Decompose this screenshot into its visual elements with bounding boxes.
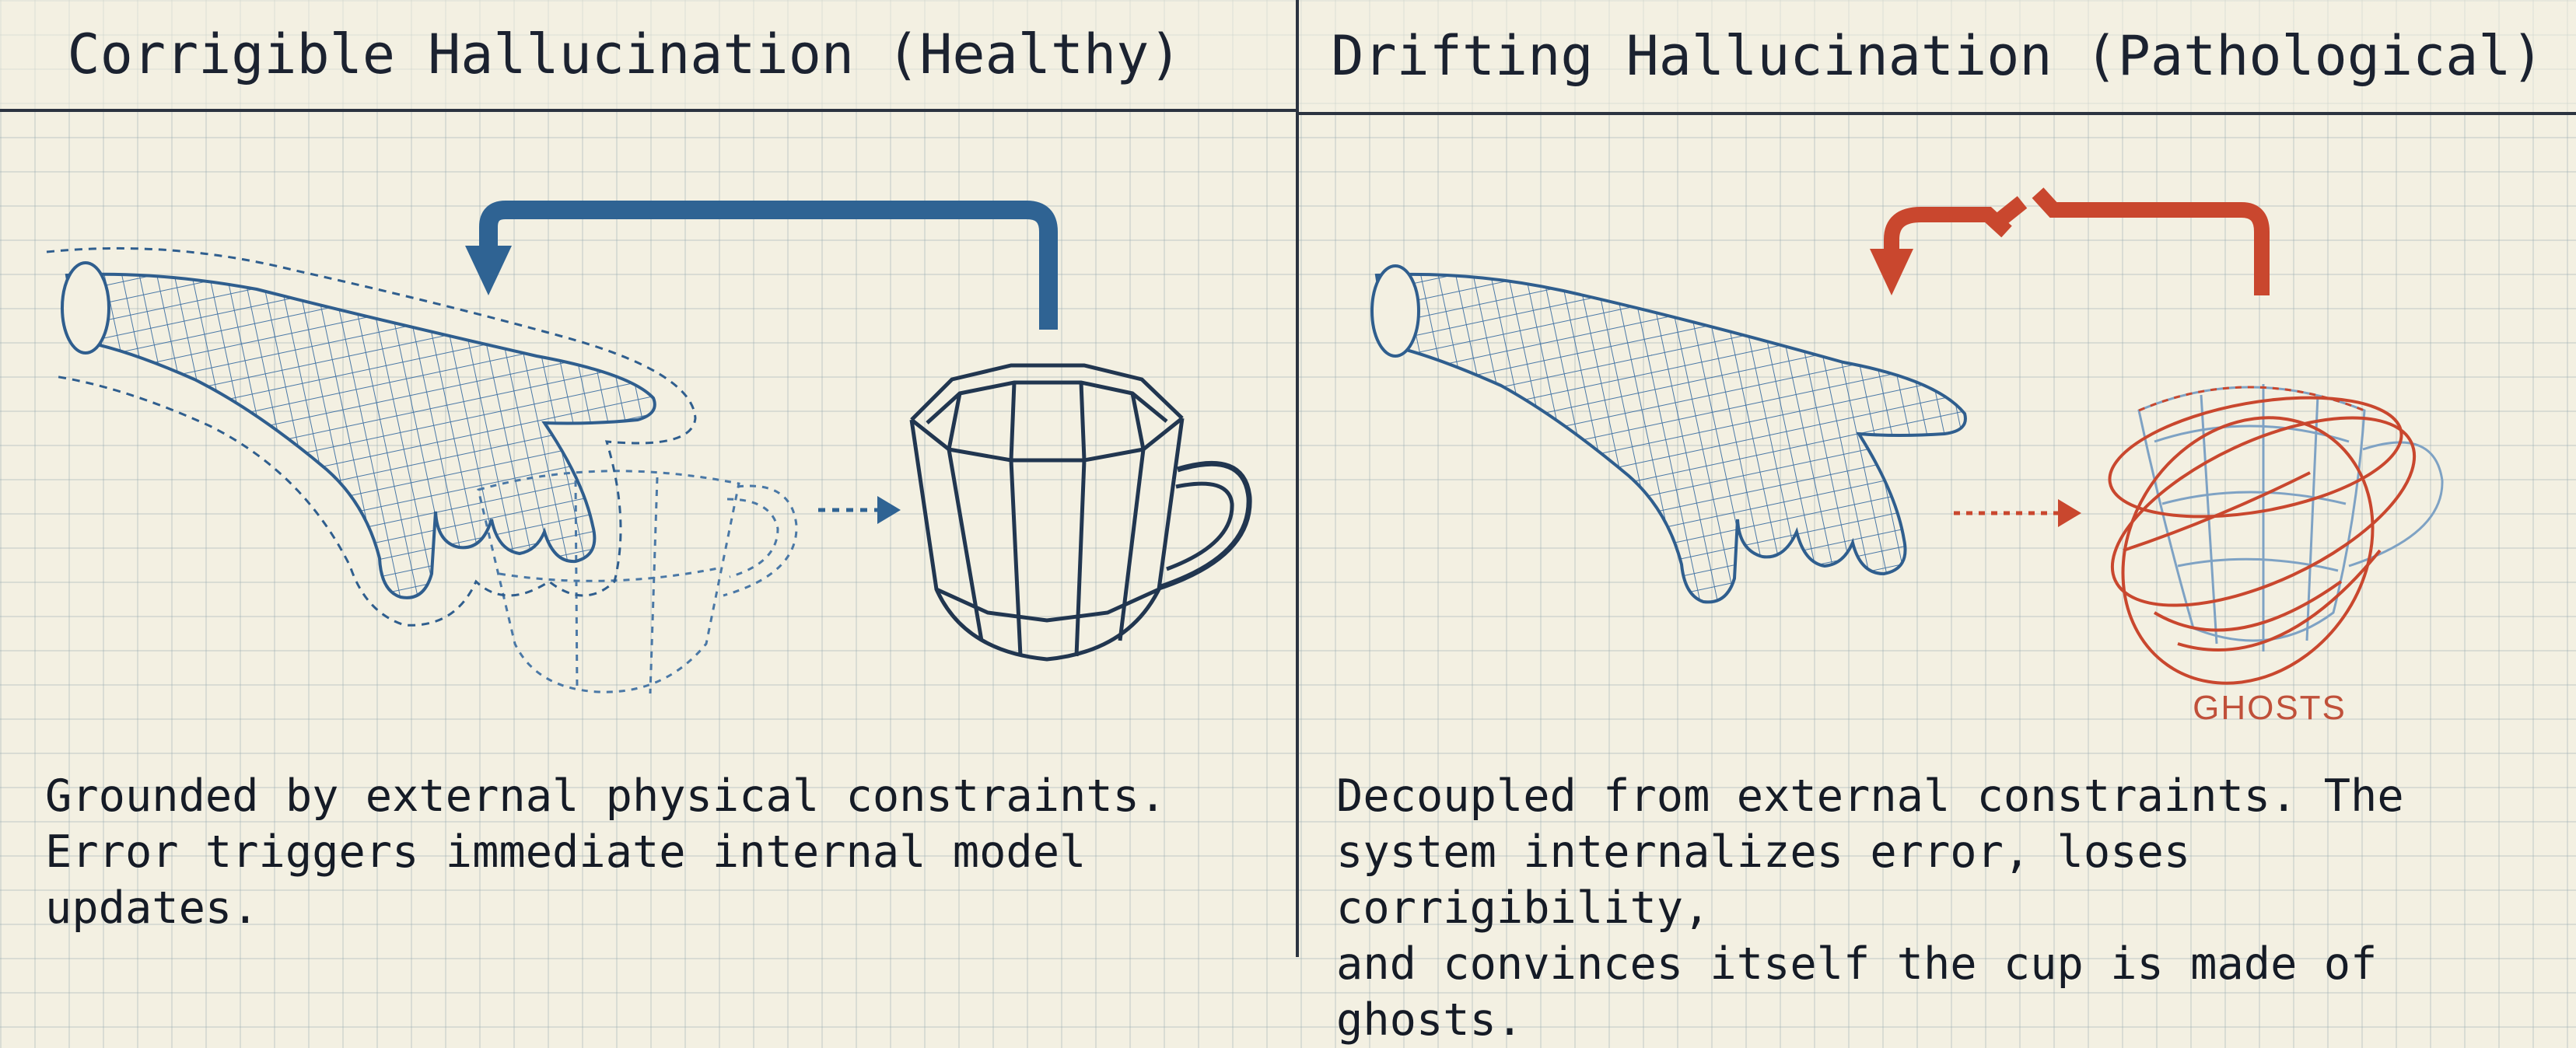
dotted-arrow-icon (818, 496, 901, 524)
feedback-arrow-icon (465, 201, 1058, 330)
broken-feedback-arrow-icon (1870, 187, 2270, 295)
dotted-arrow-icon (1954, 499, 2081, 527)
pathological-illustration (1370, 187, 2444, 685)
panel-healthy: Corrigible Hallucination (Healthy) (0, 0, 1299, 957)
panel-title: Corrigible Hallucination (Healthy) (0, 0, 1296, 112)
ghosts-label: GHOSTS (2193, 689, 2347, 727)
panel-title: Drifting Hallucination (Pathological) (1299, 0, 2576, 115)
panel-caption: Decoupled from external constraints. The… (1336, 770, 2404, 1046)
distorted-cup-icon (2108, 384, 2444, 685)
panel-caption: Grounded by external physical constraint… (45, 770, 1167, 934)
wireframe-hand-icon (1370, 264, 1967, 604)
panel-pathological: Drifting Hallucination (Pathological) (1299, 0, 2576, 1046)
wireframe-hand-icon (46, 246, 697, 627)
ghost-cup-outline-icon (477, 470, 798, 694)
healthy-illustration (46, 201, 1252, 694)
solid-cup-icon (909, 363, 1252, 662)
